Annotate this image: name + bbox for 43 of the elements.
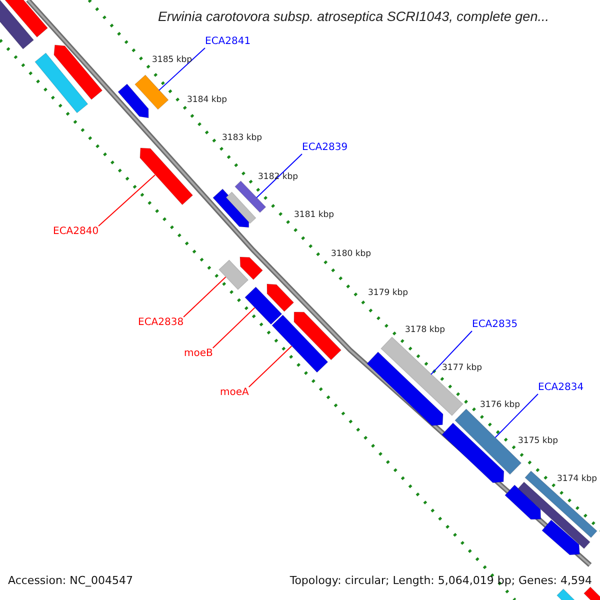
diagram-title: Erwinia carotovora subsp. atroseptica SCRI1043, complete gen... <box>158 9 549 24</box>
gene-bar <box>134 75 168 110</box>
position-label: 3181 kbp <box>294 210 334 220</box>
gene-bar <box>294 312 341 360</box>
gene-bar <box>442 423 504 483</box>
gene-bar <box>267 284 294 312</box>
gene-bar <box>118 84 149 118</box>
leader-line <box>248 346 292 388</box>
info-text: Topology: circular; Length: 5,064,019 bp; Genes: 4,594 <box>290 574 592 587</box>
leader-line <box>212 307 256 348</box>
leader-line <box>494 394 538 438</box>
gene-bar <box>272 314 328 372</box>
position-label: 3182 kbp <box>258 172 298 182</box>
gene-bar <box>240 257 263 280</box>
gene-bar <box>140 148 192 205</box>
position-label: 3176 kbp <box>480 400 520 410</box>
position-label: 3177 kbp <box>442 363 482 373</box>
gene-bar <box>524 470 598 538</box>
leader-line <box>183 276 226 318</box>
leader-line <box>98 174 156 226</box>
gene-bar <box>542 520 580 555</box>
gene-bar <box>367 352 444 426</box>
leader-line <box>256 154 302 198</box>
gene-bar <box>226 192 256 224</box>
gene-bar <box>518 482 590 548</box>
gene-bar <box>54 45 102 100</box>
gene-bar <box>34 52 88 112</box>
gene-bar <box>235 181 266 213</box>
gene-bar <box>505 484 541 520</box>
position-label: 3183 kbp <box>222 133 262 143</box>
gene-bar <box>218 260 248 290</box>
leader-line <box>430 330 472 375</box>
position-label: 3180 kbp <box>331 249 372 259</box>
info-text: Accession: NC_004547 <box>8 574 134 587</box>
gene-bar <box>380 337 462 416</box>
position-label: 3175 kbp <box>518 436 558 446</box>
position-label: 3174 kbp <box>557 474 598 484</box>
position-label: 3184 kbp <box>187 95 228 105</box>
leader-line <box>158 48 206 91</box>
position-label: 3178 kbp <box>405 325 446 335</box>
gene-bar <box>244 286 282 324</box>
position-label: 3179 kbp <box>368 288 408 298</box>
position-label: 3185 kbp <box>152 55 192 65</box>
